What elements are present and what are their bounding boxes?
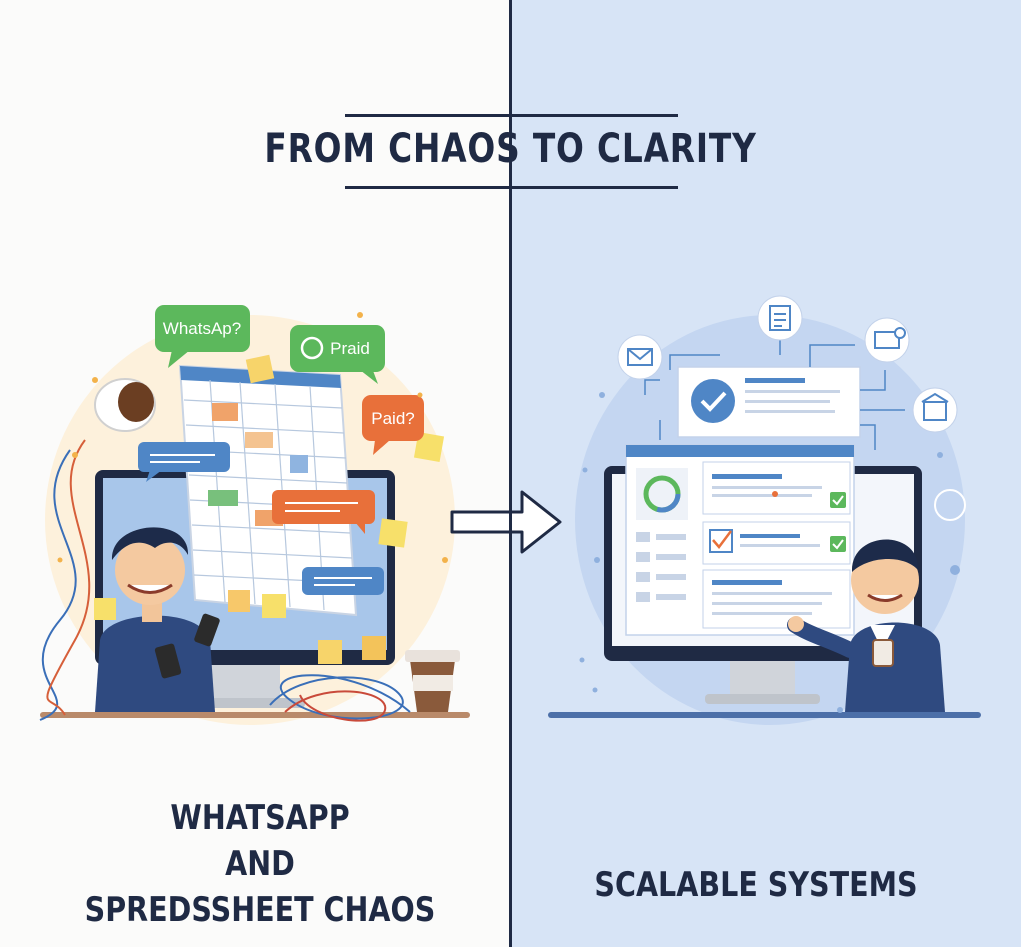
whatsapp-icon — [300, 336, 324, 360]
outline-circle-icon — [934, 489, 966, 521]
chaos-illustration — [39, 305, 470, 725]
chat-bubble-paid-logo — [290, 325, 385, 384]
connector-lines — [644, 340, 905, 450]
clarity-caption: SCALABLE SYSTEMS — [594, 865, 918, 905]
chat-bubble-blue-1 — [138, 442, 230, 482]
center-divider — [509, 0, 512, 947]
coffee-mug-icon — [94, 378, 156, 432]
clarity-illustration — [548, 295, 981, 725]
paid-logo-bubble-text: Praid — [330, 339, 370, 358]
chaos-caption-line-3: SPREDSSHEET CHAOS — [84, 890, 436, 930]
transition-arrow-icon — [450, 490, 562, 554]
checkbox-icon — [830, 492, 846, 508]
chaos-caption: WHATSAPP AND SPREDSSHEET CHAOS — [58, 795, 461, 933]
tangled-cables — [39, 439, 411, 722]
clipboard-icon — [757, 295, 803, 341]
coffee-cup-icon — [872, 639, 894, 667]
chaos-caption-line-2: AND — [225, 844, 295, 884]
checkmark-icon — [691, 379, 735, 423]
status-card — [677, 366, 861, 438]
chat-bubble-whatsapp — [155, 305, 250, 368]
desk-right — [548, 712, 981, 718]
calm-person — [787, 539, 945, 712]
chat-bubble-orange — [272, 490, 375, 534]
chat-bubble-paid — [362, 395, 424, 455]
sticky-notes — [94, 354, 445, 664]
analytics-icon — [864, 317, 910, 363]
whatsapp-bubble-text: WhatsAp? — [163, 319, 241, 338]
title-rule-bottom — [345, 186, 678, 189]
takeaway-coffee-icon — [405, 650, 460, 712]
sparkles — [57, 312, 448, 563]
paid-bubble-text: Paid? — [371, 409, 414, 428]
checkbox-icon — [830, 536, 846, 552]
dashboard-window — [625, 444, 855, 636]
email-icon — [617, 334, 663, 380]
decorative-dots — [579, 392, 960, 713]
building-icon — [912, 387, 958, 433]
chat-bubble-blue-2 — [302, 567, 384, 595]
stressed-person — [95, 527, 220, 712]
desk — [40, 712, 470, 718]
title-rule-top — [345, 114, 678, 117]
page-title: FROM CHAOS TO CLARITY — [264, 126, 757, 172]
chaos-caption-line-1: WHATSAPP — [170, 798, 350, 838]
